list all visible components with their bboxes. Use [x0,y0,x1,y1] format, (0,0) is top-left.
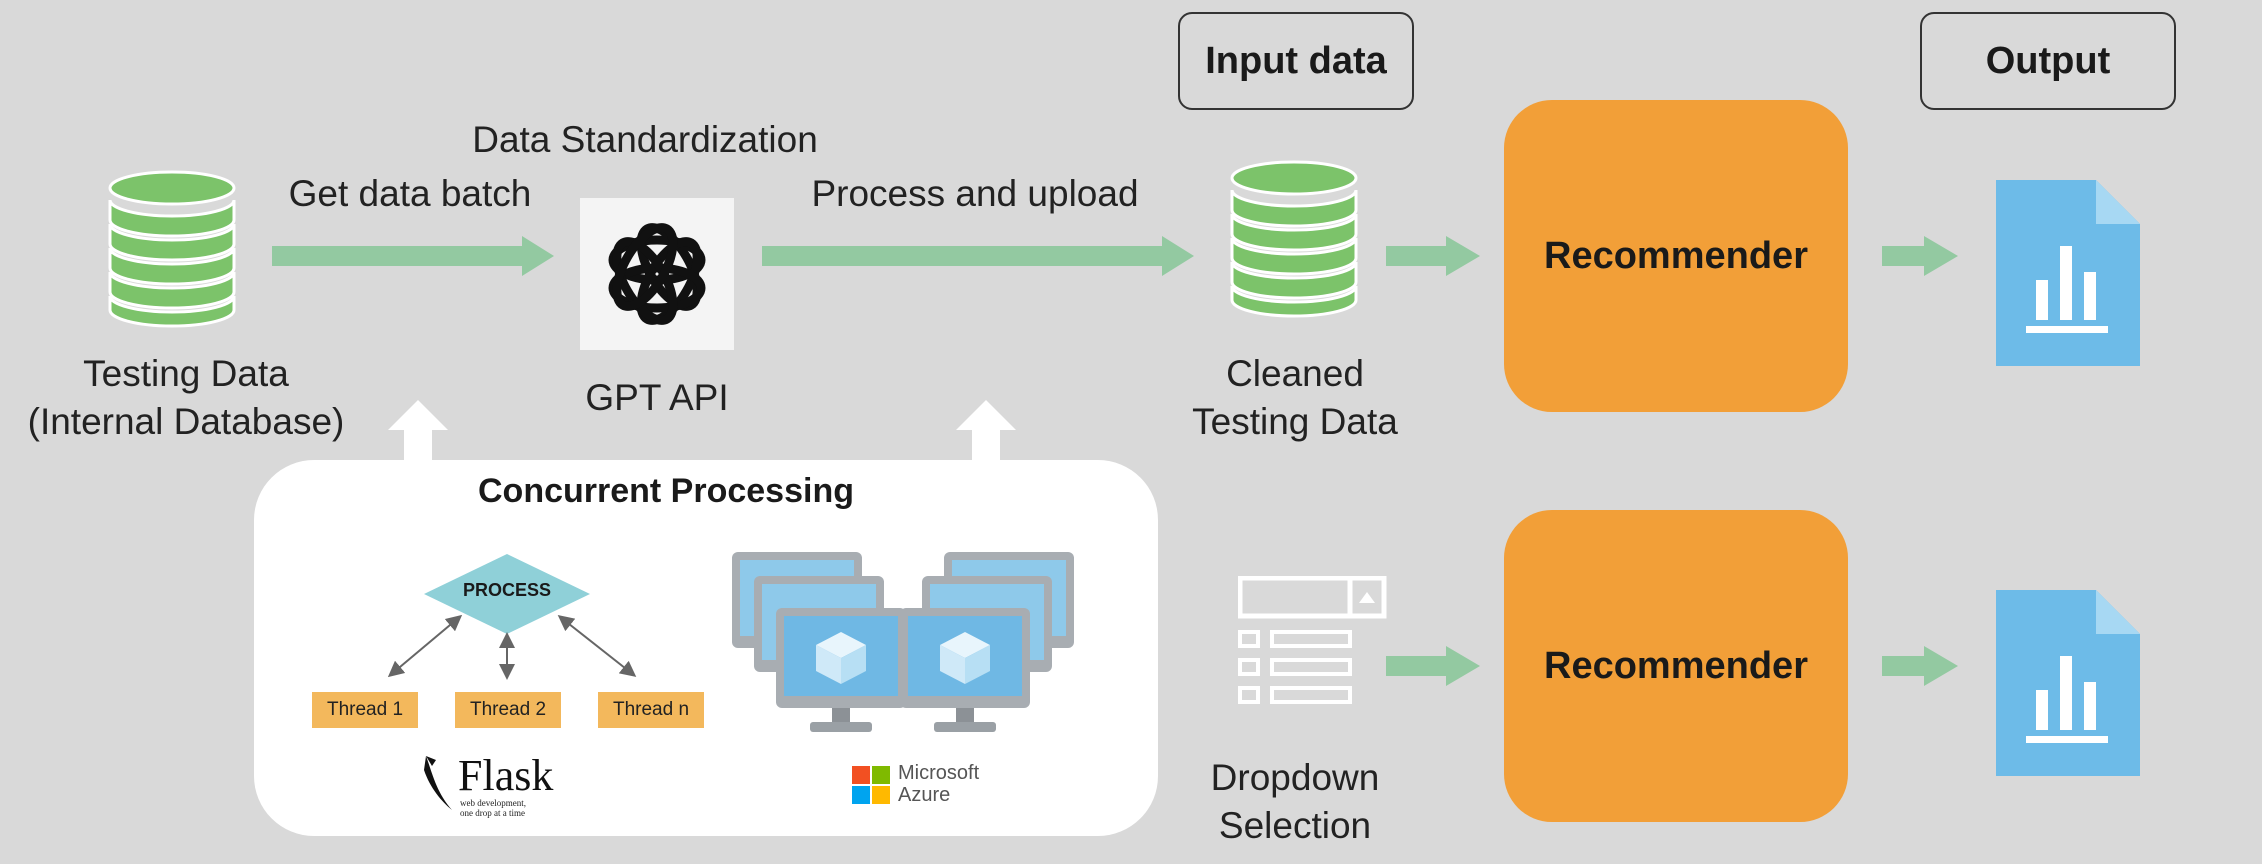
cleaned-database-icon [1230,160,1358,318]
up-arrow-left [388,400,448,462]
arrow-to-recommender-1 [1386,236,1480,276]
arrow-get-batch [272,236,554,276]
testing-data-label-line1: Testing Data [83,353,289,394]
cleaned-data-label: Cleaned Testing Data [1150,350,1440,446]
up-arrow-right [956,400,1016,462]
flask-tagline: web development, one drop at a time [460,798,526,818]
recommender-box-2: Recommender [1504,510,1848,822]
recommender-label-2: Recommender [1544,644,1808,687]
recommender-label-1: Recommender [1544,234,1808,277]
output-header-label: Output [1985,39,2111,82]
recommender-box-1: Recommender [1504,100,1848,412]
input-data-header-label: Input data [1205,39,1387,82]
dropdown-label-line2: Selection [1218,805,1372,846]
flask-tagline-line2: one drop at a time [460,808,525,818]
testing-database-icon [108,170,236,328]
output-header: Output [1920,12,2176,110]
dropdown-selection-label: Dropdown Selection [1150,754,1440,850]
arrow-to-recommender-2 [1386,646,1480,686]
testing-data-label-line2: (Internal Database) [27,401,345,442]
testing-data-label: Testing Data (Internal Database) [0,350,372,446]
gpt-api-box [580,198,734,350]
azure-text: Azure [898,784,951,806]
microsoft-azure-text: Microsoft Azure [898,762,979,806]
gpt-api-label: GPT API [585,377,729,418]
report-icon-1 [1996,180,2140,366]
flask-horn-icon [424,756,452,810]
microsoft-text: Microsoft [898,762,980,784]
thread-2-box: Thread 2 [455,692,561,728]
get-data-batch-label: Get data batch [288,173,532,214]
concurrent-processing-panel: Concurrent Processing PROCESS Thread 1 T… [254,460,1158,836]
arrow-to-output-2 [1882,646,1958,686]
dropdown-icon [1238,576,1387,704]
process-diamond [424,554,590,634]
data-standardization-label: Data Standardization [472,119,818,160]
thread-1-box: Thread 1 [312,692,418,728]
process-label: PROCESS [462,580,552,600]
cleaned-data-label-line1: Cleaned [1226,353,1364,394]
concurrent-processing-title: Concurrent Processing [478,472,854,510]
microsoft-logo-icon [852,766,890,804]
flask-tagline-line1: web development, [460,798,526,808]
openai-logo-icon [608,223,706,325]
flask-logo-text: Flask [458,751,554,800]
arrow-to-output-1 [1882,236,1958,276]
cleaned-data-label-line2: Testing Data [1192,401,1398,442]
thread-arrows [387,614,637,680]
thread-n-box: Thread n [598,692,704,728]
report-icon-2 [1996,590,2140,776]
cloud-servers-icon [732,552,1074,732]
dropdown-label-line1: Dropdown [1210,757,1380,798]
arrow-process-upload [762,236,1194,276]
process-upload-label: Process and upload [811,173,1139,214]
input-data-header: Input data [1178,12,1414,110]
